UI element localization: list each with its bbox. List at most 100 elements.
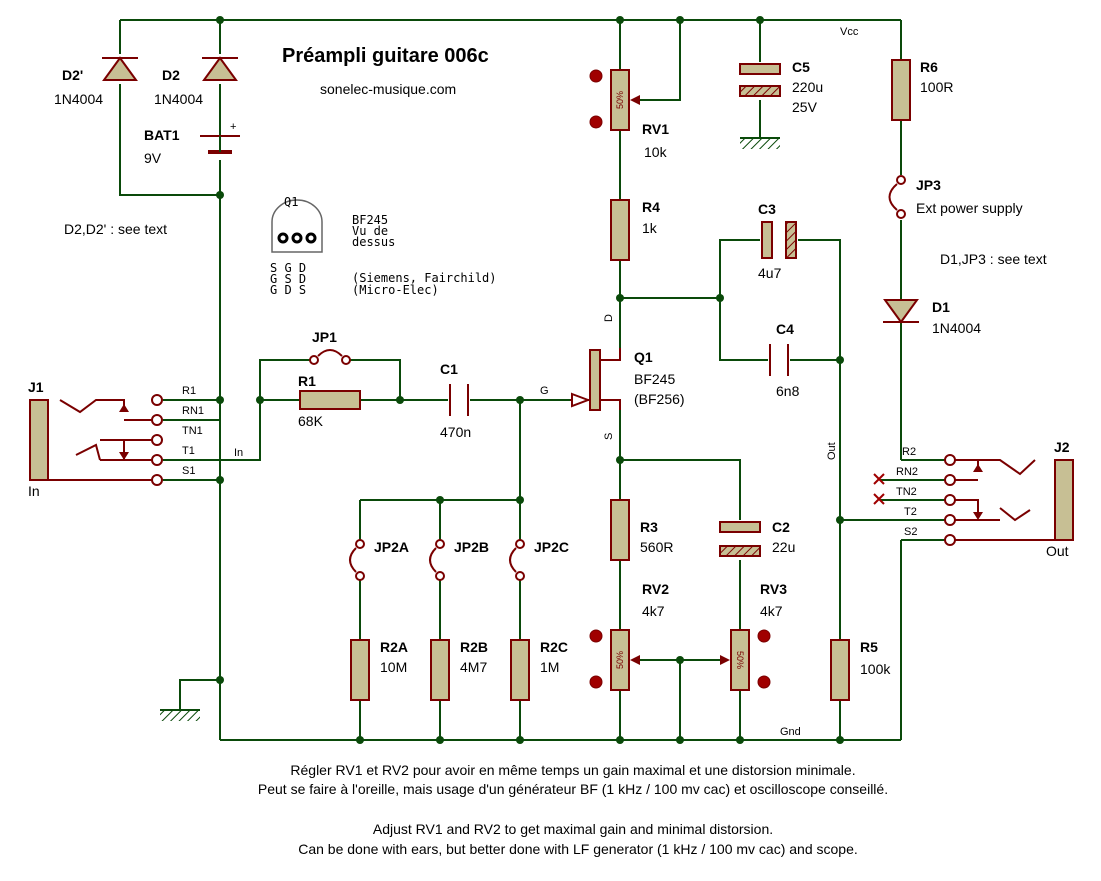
j1-ref: J1	[28, 379, 44, 395]
d1-value: 1N4004	[932, 320, 981, 336]
gnd-label: Gnd	[780, 726, 801, 738]
c5-ref: C5	[792, 59, 810, 75]
c4-ref: C4	[776, 321, 794, 337]
c5-voltage: 25V	[792, 99, 818, 115]
r3-ref: R3	[640, 519, 658, 535]
rv3-ref: RV3	[760, 581, 787, 597]
rv2-value: 4k7	[642, 603, 665, 619]
resistor-r3[interactable]	[610, 499, 630, 561]
capacitor-c4[interactable]	[769, 344, 789, 376]
j2-pin-rn2: RN2	[896, 466, 918, 478]
diode-d1[interactable]	[883, 299, 919, 324]
j2-pin-tn2: TN2	[896, 486, 917, 498]
diagram-title: Préampli guitare 006c	[282, 45, 489, 67]
r2a-value: 10M	[380, 659, 407, 675]
q1-note-2: Vu de	[352, 224, 388, 238]
resistor-r6[interactable]	[891, 59, 911, 121]
r2a-ref: R2A	[380, 639, 408, 655]
c3-value: 4u7	[758, 265, 782, 281]
q1-pins-row1: S G D	[270, 261, 306, 275]
rv1-wiper: 50%	[615, 91, 625, 109]
jp2a-ref: JP2A	[374, 539, 409, 555]
c1-value: 470n	[440, 424, 471, 440]
r2c-value: 1M	[540, 659, 559, 675]
c3-ref: C3	[758, 201, 776, 217]
q1-pinout-icon	[271, 199, 323, 253]
d1-ref: D1	[932, 299, 950, 315]
ground-symbol-c5	[740, 137, 780, 149]
jfet-q1[interactable]	[570, 348, 621, 411]
bat1-plus: +	[230, 121, 236, 133]
r2c-ref: R2C	[540, 639, 568, 655]
rv3-value: 4k7	[760, 603, 783, 619]
j2-ref: J2	[1054, 439, 1070, 455]
jp2b-ref: JP2B	[454, 539, 489, 555]
q1-pins-row2: G S D	[270, 272, 306, 286]
q1-note-4: (Siemens, Fairchild)	[352, 271, 497, 285]
q1-value: BF245	[634, 371, 675, 387]
source-label: S	[603, 433, 615, 440]
c2-ref: C2	[772, 519, 790, 535]
junction-dots	[216, 16, 844, 744]
note-en-2: Can be done with ears, but better done w…	[298, 841, 858, 857]
diode-d2[interactable]	[202, 56, 238, 81]
d2p-value: 1N4004	[54, 91, 103, 107]
rv1-ref: RV1	[642, 121, 669, 137]
resistor-r4[interactable]	[610, 199, 630, 261]
r6-value: 100R	[920, 79, 953, 95]
rv2-ref: RV2	[642, 581, 669, 597]
j1-pin-s1: S1	[182, 465, 195, 477]
j1-label: In	[28, 483, 40, 499]
resistor-r2c[interactable]	[510, 639, 530, 701]
d2p-ref: D2'	[62, 67, 83, 83]
j1-pin-tn1: TN1	[182, 425, 203, 437]
r4-value: 1k	[642, 220, 658, 236]
c5-value: 220u	[792, 79, 823, 95]
j2-label: Out	[1046, 543, 1069, 559]
j2-pin-t2: T2	[904, 506, 917, 518]
rv3-wiper: 50%	[735, 651, 745, 669]
jack-j2[interactable]	[944, 454, 1074, 546]
q1-ref: Q1	[634, 349, 653, 365]
q1-note-3: dessus	[352, 235, 395, 249]
jp1-ref: JP1	[312, 329, 337, 345]
jumper-jp2c[interactable]	[509, 539, 525, 581]
diode-d2p[interactable]	[102, 56, 138, 81]
r1-value: 68K	[298, 413, 324, 429]
bat1-ref: BAT1	[144, 127, 180, 143]
drain-label: D	[603, 314, 615, 322]
d2-value: 1N4004	[154, 91, 203, 107]
potentiometer-rv2[interactable]: 50%	[589, 629, 640, 691]
jack-j1[interactable]	[29, 394, 163, 486]
capacitor-c1[interactable]	[449, 384, 469, 416]
resistor-r2a[interactable]	[350, 639, 370, 701]
battery-bat1[interactable]	[200, 135, 240, 154]
gate-label: G	[540, 385, 549, 397]
nc-x-markers	[873, 473, 885, 505]
capacitor-c3[interactable]	[761, 221, 797, 259]
note-fr-2: Peut se faire à l'oreille, mais usage d'…	[258, 781, 888, 797]
resistor-r5[interactable]	[830, 639, 850, 701]
jumper-jp1[interactable]	[309, 349, 351, 365]
resistor-r2b[interactable]	[430, 639, 450, 701]
jumper-jp3[interactable]	[888, 175, 906, 219]
d1-note: D1,JP3 : see text	[940, 251, 1047, 267]
jumper-jp2b[interactable]	[429, 539, 445, 581]
r5-ref: R5	[860, 639, 878, 655]
potentiometer-rv3[interactable]: 50%	[720, 629, 771, 691]
r4-ref: R4	[642, 199, 660, 215]
r2b-value: 4M7	[460, 659, 487, 675]
potentiometer-rv1[interactable]: 50%	[589, 69, 640, 131]
bat1-value: 9V	[144, 150, 162, 166]
r1-ref: R1	[298, 373, 316, 389]
j1-pin-t1: T1	[182, 445, 195, 457]
d2-ref: D2	[162, 67, 180, 83]
q1-pins-row3: G D S	[270, 283, 306, 297]
rv2-wiper: 50%	[615, 651, 625, 669]
rv1-value: 10k	[644, 144, 668, 160]
capacitor-c2[interactable]	[719, 521, 761, 557]
jumper-jp2a[interactable]	[349, 539, 365, 581]
resistor-r1[interactable]	[299, 390, 361, 410]
capacitor-c5[interactable]	[739, 63, 781, 97]
